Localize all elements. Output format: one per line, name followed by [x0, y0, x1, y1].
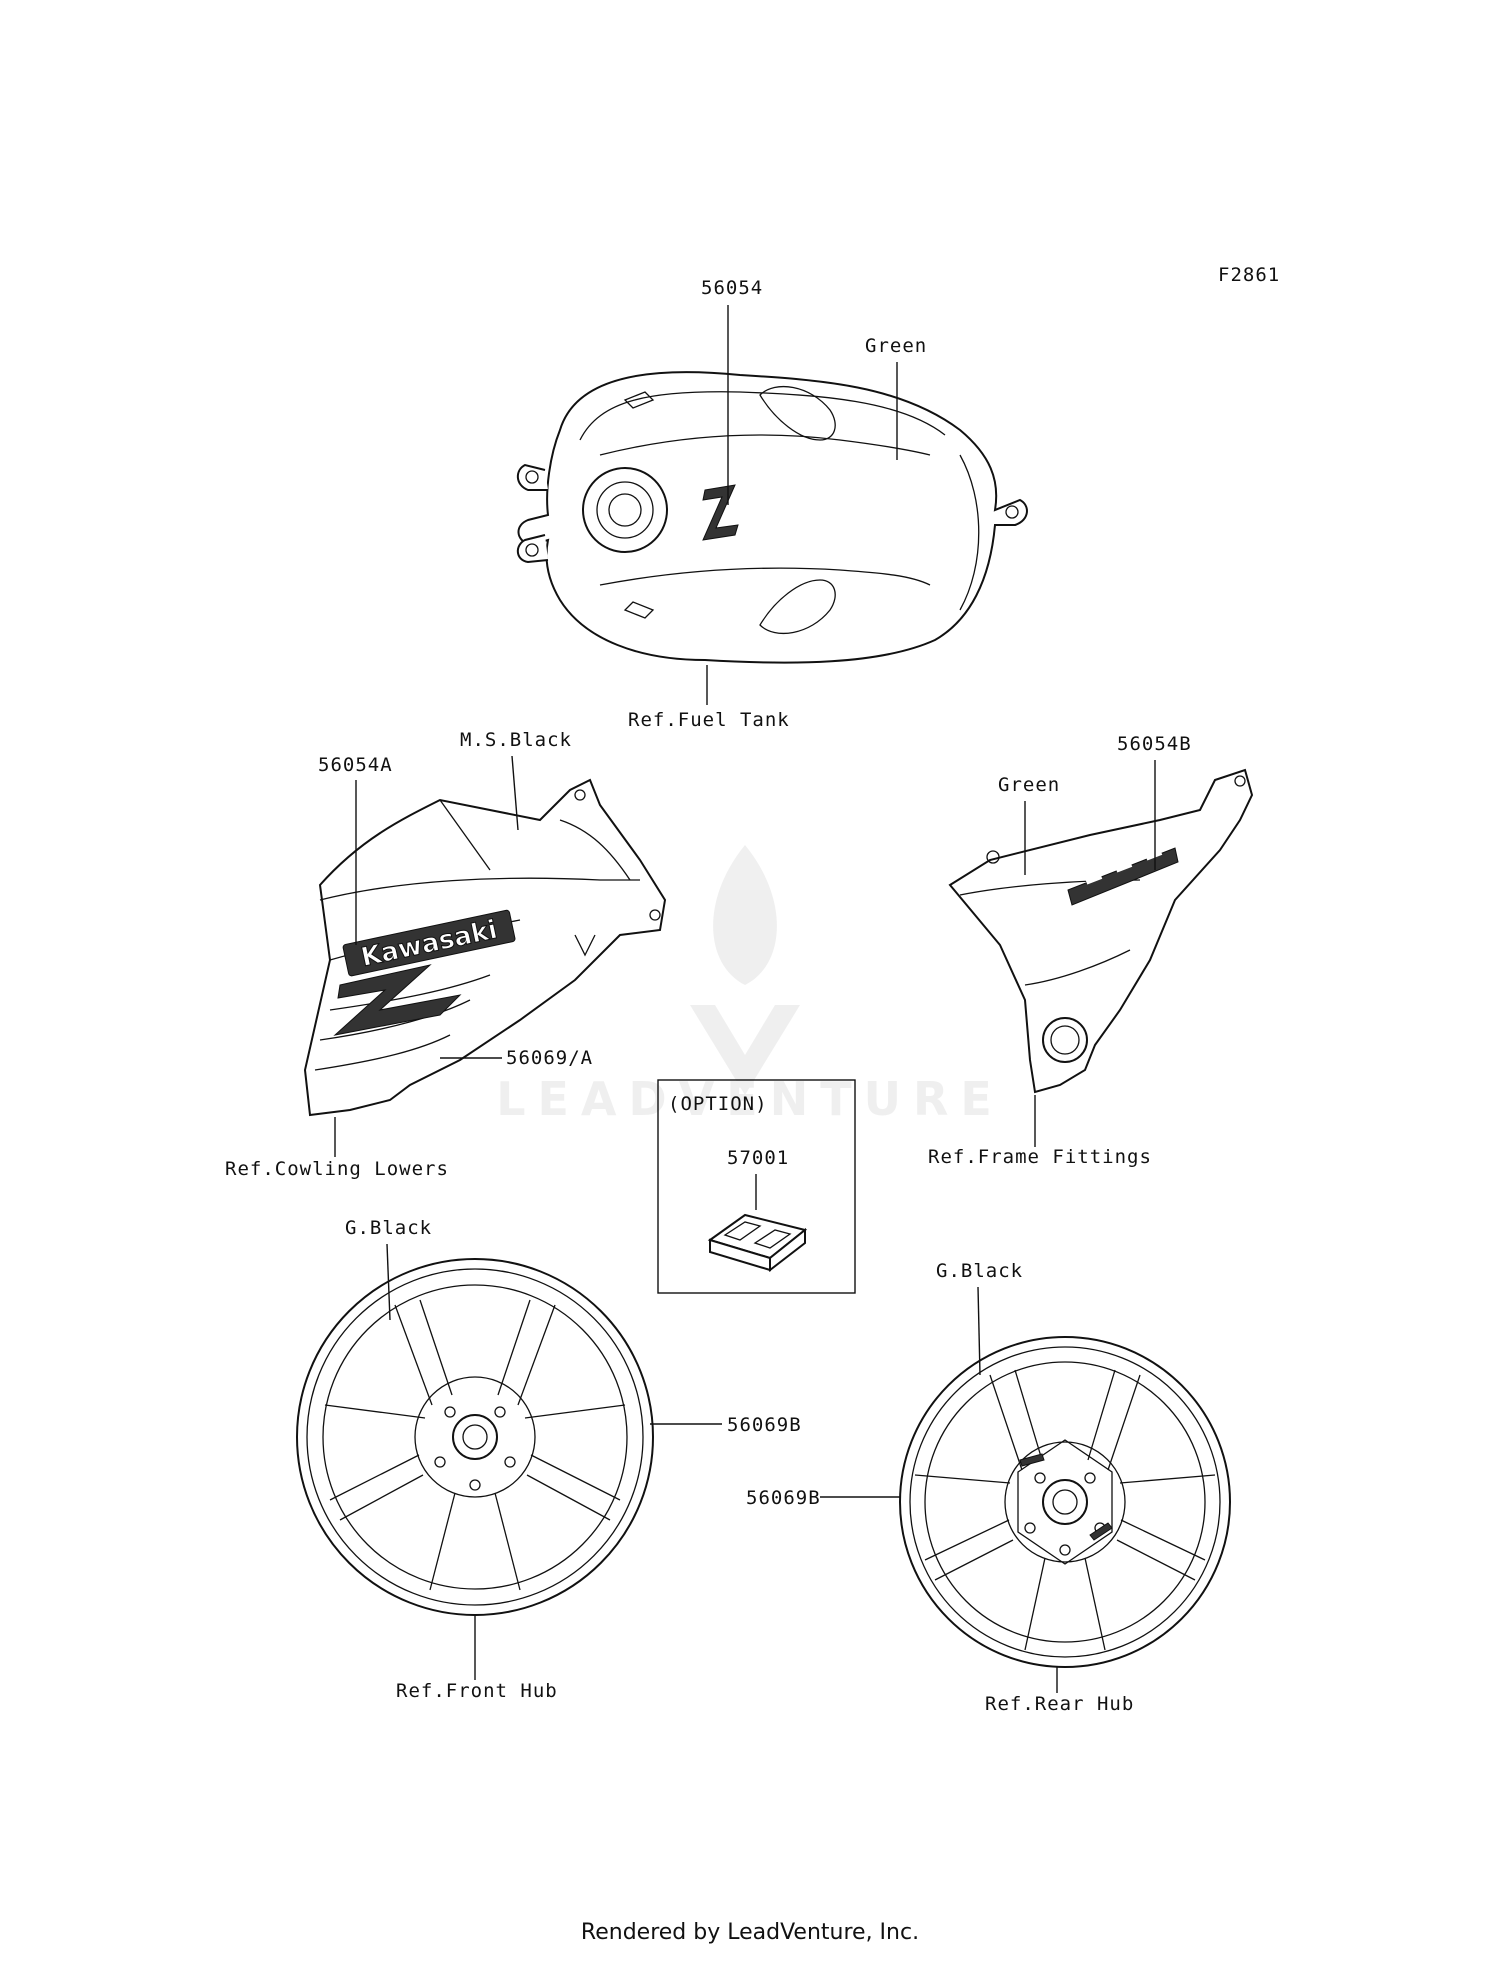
option-box	[657, 1079, 856, 1294]
rear-wheel-part-label: 56069B	[746, 1487, 821, 1509]
frame-cover	[948, 768, 1254, 1094]
front-wheel-color-label: G.Black	[345, 1217, 432, 1239]
tank-ref-label: Ref.Fuel Tank	[628, 709, 790, 731]
watermark-text: LEADVENTURE	[496, 1072, 1004, 1126]
cowl-ref-label: Ref.Cowling Lowers	[225, 1158, 449, 1180]
clip-part-57001	[707, 1213, 808, 1273]
rear-wheel-ref-label: Ref.Rear Hub	[985, 1693, 1134, 1715]
tank-part-label: 56054	[701, 277, 763, 299]
cowling-shroud: Kawasaki	[303, 778, 667, 1117]
cowl-part-b-label: 56069/A	[506, 1047, 593, 1069]
fuel-tank	[516, 371, 1028, 664]
cowl-color-label: M.S.Black	[460, 729, 572, 751]
option-title: (OPTION)	[668, 1093, 768, 1115]
front-wheel	[296, 1258, 654, 1616]
frame-ref-label: Ref.Frame Fittings	[928, 1146, 1152, 1168]
rear-wheel-color-label: G.Black	[936, 1260, 1023, 1282]
front-wheel-part-label: 56069B	[727, 1414, 802, 1436]
watermark: LEADVENTURE	[496, 845, 1004, 1126]
option-part-label: 57001	[727, 1147, 789, 1169]
front-wheel-ref-label: Ref.Front Hub	[396, 1680, 558, 1702]
diagram-code: F2861	[1218, 264, 1280, 286]
cowl-part-a-label: 56054A	[318, 754, 393, 776]
rear-wheel	[899, 1336, 1231, 1668]
frame-part-label: 56054B	[1117, 733, 1192, 755]
frame-color-label: Green	[998, 774, 1060, 796]
z-stripe-cowl	[333, 964, 462, 1036]
frame-decal-300	[1067, 847, 1179, 906]
footer-credit: Rendered by LeadVenture, Inc.	[580, 1920, 920, 1945]
tank-color-label: Green	[865, 335, 927, 357]
